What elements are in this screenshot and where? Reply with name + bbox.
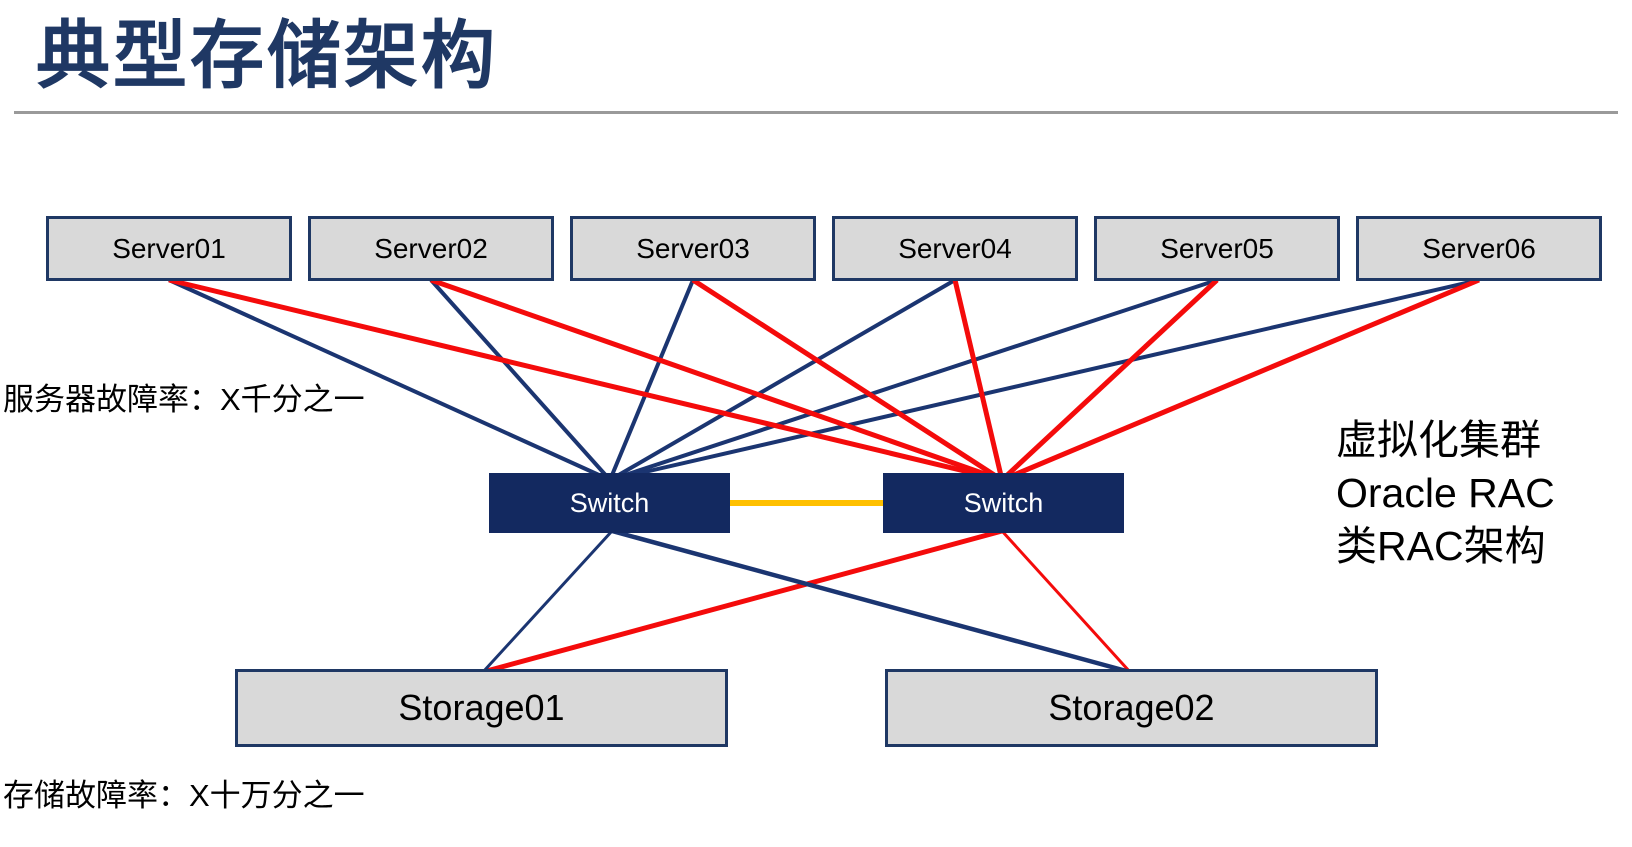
link-server04-switch-b	[952, 279, 1005, 481]
link-server02-switch-b	[430, 277, 1003, 483]
node-server04: Server04	[832, 216, 1078, 281]
link-switch-b-storage02	[1000, 529, 1132, 674]
link-server05-switch-a	[609, 278, 1218, 482]
node-server01: Server01	[46, 216, 292, 281]
node-server05: Server05	[1094, 216, 1340, 281]
node-server03: Server03	[570, 216, 816, 281]
node-storage02: Storage02	[885, 669, 1378, 747]
cluster-note: 虚拟化集群 Oracle RAC 类RAC架构	[1336, 414, 1555, 573]
node-storage01: Storage01	[235, 669, 728, 747]
link-server06-switch-a	[609, 278, 1480, 482]
cluster-note-line-1: 虚拟化集群	[1336, 417, 1541, 463]
cluster-note-line-2: Oracle RAC	[1336, 470, 1555, 516]
link-server04-switch-a	[608, 278, 957, 482]
link-server05-switch-b	[1000, 278, 1219, 482]
cluster-note-line-3: 类RAC架构	[1336, 523, 1546, 569]
link-server03-switch-b	[691, 277, 1004, 483]
node-server02: Server02	[308, 216, 554, 281]
link-server03-switch-a	[608, 279, 695, 481]
server-failure-rate-label: 服务器故障率：X千分之一	[3, 382, 365, 417]
storage-failure-rate-label: 存储故障率：X十万分之一	[3, 778, 365, 813]
node-switch-a: Switch	[489, 473, 730, 533]
link-switch-a-storage01	[481, 529, 614, 674]
link-server01-switch-b	[168, 277, 1003, 483]
link-server06-switch-b	[1001, 277, 1480, 483]
link-switch-b-storage01	[482, 528, 1003, 675]
page-title: 典型存储架构	[36, 14, 498, 97]
node-server06: Server06	[1356, 216, 1602, 281]
link-server01-switch-a	[168, 278, 611, 482]
link-server02-switch-a	[429, 278, 612, 482]
node-switch-b: Switch	[883, 473, 1124, 533]
title-divider	[14, 111, 1618, 114]
link-switch-a-storage02	[611, 528, 1131, 675]
